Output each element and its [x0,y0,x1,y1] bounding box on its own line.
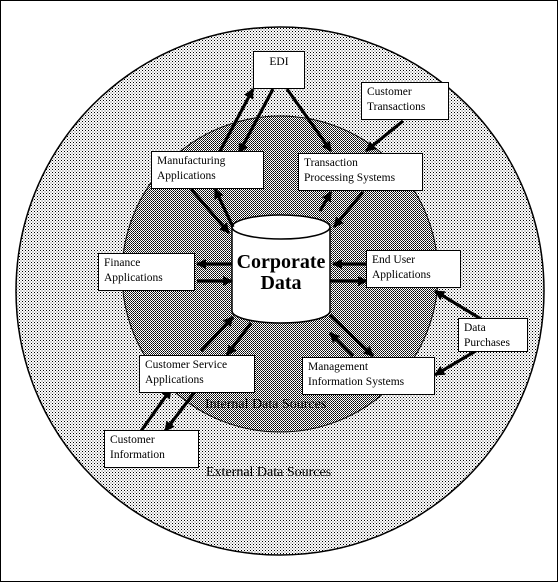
node-data-purchases: Data Purchases [458,318,528,352]
internal-zone-label: Internal Data Sources [205,397,327,412]
node-customer-information: Customer Information [104,430,199,468]
node-manufacturing-applications: Manufacturing Applications [151,151,264,189]
arrow-customer-transactions-to-transaction-processing [364,119,405,153]
arrow-edi-to-transaction-processing [285,88,333,152]
arrow-data-to-manufacturing [213,188,235,228]
arrow-manufacturing-to-data [189,187,231,235]
node-end-user-applications: End User Applications [366,250,461,288]
corporate-data-label: Corporate Data [236,251,326,294]
arrow-data-purchases-to-end-user [434,289,482,321]
node-customer-transactions: Customer Transactions [361,82,449,120]
arrow-data-to-mis [328,313,375,358]
node-transaction-processing-systems: Transaction Processing Systems [298,153,423,191]
arrow-customer-service-to-data [199,315,235,353]
arrow-data-to-customer-service [225,322,253,356]
arrow-transaction-processing-to-data [332,190,365,229]
arrow-edi-to-manufacturing [237,88,275,154]
arrow-customer-service-to-customer-information [163,388,199,432]
arrow-data-purchases-to-mis [434,347,480,377]
node-edi: EDI [253,51,305,89]
corporate-data-cylinder [231,214,331,324]
arrow-mis-to-data [328,331,355,358]
node-customer-service-applications: Customer Service Applications [139,355,255,393]
arrow-manufacturing-to-edi [217,88,255,154]
node-finance-applications: Finance Applications [98,253,195,291]
arrow-customer-information-to-customer-service [139,388,173,432]
arrow-data-to-transaction-processing [318,191,333,212]
node-management-information-systems: Management Information Systems [302,357,435,395]
external-zone-label: External Data Sources [206,465,332,480]
